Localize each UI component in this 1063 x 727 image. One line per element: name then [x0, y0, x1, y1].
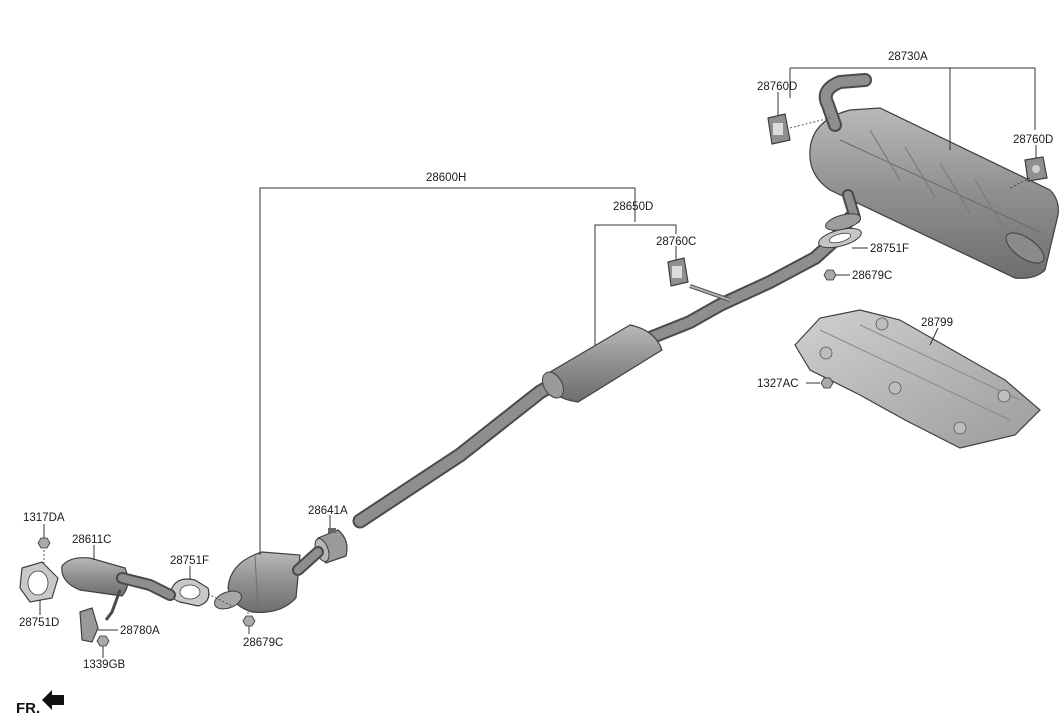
gasket-front [19, 561, 59, 603]
arrow-icon [42, 690, 64, 710]
front-direction-label: FR. [16, 700, 40, 717]
label-nut-protector: 1327AC [757, 378, 799, 390]
leader-lines [39, 67, 1037, 658]
label-bolt-front: 1317DA [23, 512, 65, 524]
label-bolt-bracket: 1339GB [83, 659, 126, 671]
nut-protector [820, 377, 834, 389]
label-hanger-rubber-center: 28760C [656, 236, 696, 248]
label-bracket: 28780A [120, 625, 160, 637]
tail-muffler [809, 73, 1059, 279]
label-nut-rear: 28679C [852, 270, 892, 282]
label-center-assy: 28600H [426, 172, 466, 184]
center-hanger-rod [689, 284, 731, 302]
bolt-bracket [96, 635, 110, 647]
gasket-mid [170, 578, 210, 607]
label-gasket-rear: 28751F [870, 243, 909, 255]
bolt-front [37, 537, 51, 549]
label-nut-front: 28679C [243, 637, 283, 649]
label-heat-protector: 28799 [921, 317, 953, 329]
front-direction-marker: FR. [16, 690, 64, 717]
flange-rear [825, 213, 861, 231]
label-front-pipe: 28611C [72, 534, 111, 546]
hanger-rubber-center [667, 257, 689, 287]
hanger-rubber-left [767, 113, 791, 145]
catalytic-converter [214, 546, 324, 614]
label-tail-muffler: 28730A [888, 51, 928, 63]
label-center-muffler: 28650D [613, 201, 653, 213]
label-hanger-rubber-right: 28760D [1013, 134, 1053, 146]
nut-rear [823, 269, 837, 281]
label-hanger-rubber-left: 28760D [757, 81, 797, 93]
front-pipe [61, 557, 176, 621]
hanger-rubber-right [1024, 156, 1048, 182]
center-muffler [542, 324, 663, 403]
label-gasket-mid: 28751F [170, 555, 209, 567]
nut-front [242, 615, 256, 627]
label-gasket-front: 28751D [19, 617, 59, 629]
heat-protector [794, 309, 1041, 449]
bracket [79, 607, 99, 643]
label-clamp: 28641A [308, 505, 348, 517]
